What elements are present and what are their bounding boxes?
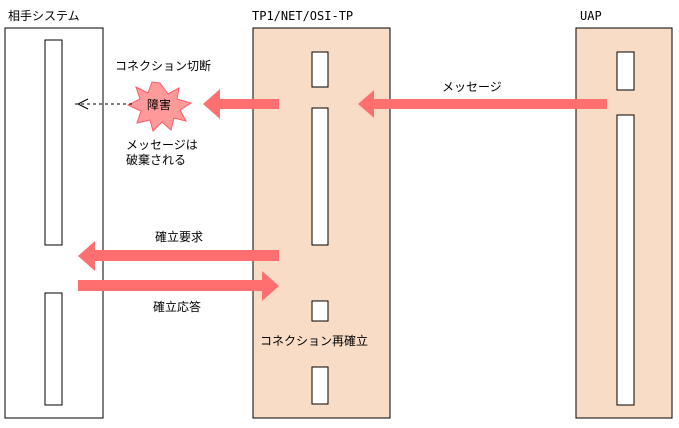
establish-request-label: 確立要求 [155, 229, 203, 244]
uap-title: UAP [580, 9, 602, 23]
burst-icon [126, 81, 193, 132]
peer-system-title: 相手システム [8, 9, 80, 23]
reestablish-label: コネクション再確立 [260, 333, 368, 348]
tp1-activation-bar-2 [311, 107, 329, 246]
tp1-activation-bar-1 [311, 51, 329, 88]
discarded-label-line1: メッセージは [126, 138, 198, 152]
tp1-activation-bar-4 [311, 366, 329, 405]
fault-arrow [203, 89, 279, 119]
tp1-activation-bar-3 [311, 300, 329, 322]
establish-response-arrow [78, 271, 279, 301]
uap-activation-bar-1 [616, 51, 635, 91]
message-arrow [358, 90, 607, 118]
peer-activation-bar-1 [44, 39, 63, 246]
uap-activation-bar-2 [616, 114, 635, 406]
lost-message-arrowhead [76, 98, 89, 110]
fault-label: 障害 [147, 97, 171, 112]
tp1-title: TP1/NET/OSI-TP [252, 9, 353, 23]
message-label: メッセージ [442, 80, 502, 94]
establish-response-label: 確立応答 [153, 299, 201, 314]
connection-cut-label: コネクション切断 [115, 58, 211, 73]
discarded-label-line2: 破棄される [126, 152, 186, 167]
establish-request-arrow [78, 241, 279, 271]
peer-activation-bar-2 [44, 292, 63, 406]
